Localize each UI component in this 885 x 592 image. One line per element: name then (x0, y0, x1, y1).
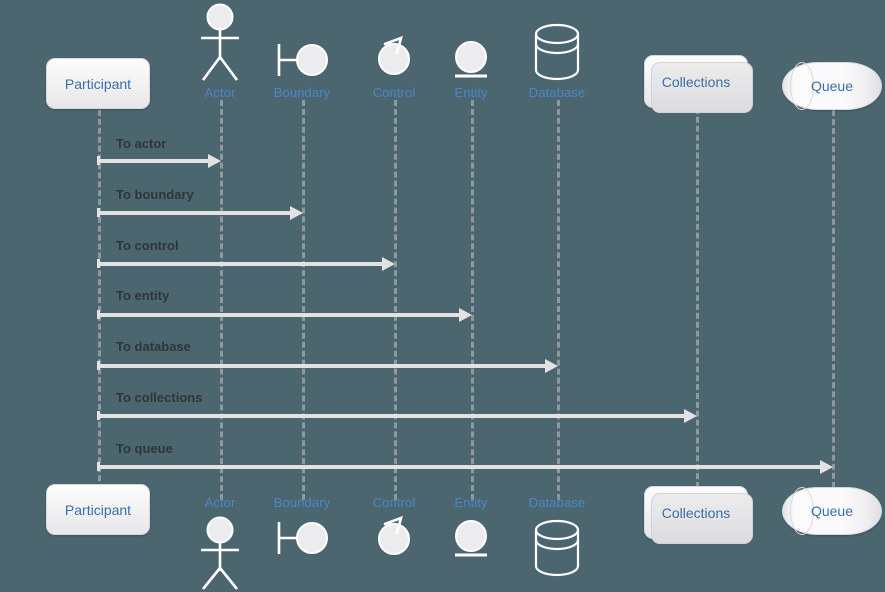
participant-head-collections[interactable]: Collections (644, 55, 753, 113)
message-arrowhead-to-actor (208, 154, 221, 168)
message-arrowhead-to-entity (459, 308, 472, 322)
queue-foot-label: Queue (810, 503, 854, 519)
lifeline-actor (220, 100, 223, 500)
control-icon[interactable] (371, 33, 417, 81)
collections-foot-label: Collections (661, 504, 731, 521)
message-label-to-actor: To actor (116, 136, 167, 151)
message-line-to-queue[interactable] (97, 465, 822, 469)
message-label-to-entity: To entity (116, 288, 170, 303)
participant-foot-collections[interactable]: Collections (644, 486, 753, 544)
control-head-label: Control (372, 85, 416, 100)
message-line-to-entity[interactable] (97, 313, 461, 317)
actor-icon[interactable] (194, 3, 246, 82)
database-foot-icon[interactable] (532, 518, 582, 578)
boundary-head-label: Boundary (273, 85, 331, 100)
message-label-to-boundary: To boundary (116, 187, 194, 202)
actor-head-label: Actor (204, 85, 236, 100)
message-label-to-collections: To collections (116, 390, 203, 405)
entity-icon[interactable] (448, 40, 494, 82)
participant-foot-queue[interactable]: Queue (782, 487, 882, 535)
message-label-to-queue: To queue (116, 441, 173, 456)
database-foot-label: Database (528, 495, 586, 510)
database-icon[interactable] (532, 22, 582, 82)
message-line-to-boundary[interactable] (97, 211, 292, 215)
message-arrowhead-to-queue (820, 460, 833, 474)
lifeline-boundary (302, 100, 305, 500)
message-arrowhead-to-collections (684, 409, 697, 423)
message-label-to-control: To control (116, 238, 179, 253)
lifeline-entity (471, 100, 474, 500)
participant-foot-label: Participant (64, 501, 132, 518)
boundary-foot-icon[interactable] (274, 516, 330, 560)
boundary-foot-label: Boundary (273, 495, 331, 510)
message-line-to-actor[interactable] (97, 159, 210, 163)
lifeline-database (557, 100, 560, 500)
message-label-to-database: To database (116, 339, 191, 354)
message-arrowhead-to-database (545, 359, 558, 373)
participant-foot-participant[interactable]: Participant (46, 484, 150, 535)
lifeline-queue (832, 110, 835, 488)
message-line-to-collections[interactable] (97, 414, 686, 418)
database-head-label: Database (528, 85, 586, 100)
control-foot-icon[interactable] (371, 513, 417, 561)
message-line-to-database[interactable] (97, 364, 547, 368)
lifeline-collections (696, 108, 699, 488)
boundary-icon[interactable] (274, 38, 330, 82)
collections-label: Collections (661, 73, 731, 90)
message-arrowhead-to-control (382, 257, 395, 271)
participant-head-queue[interactable]: Queue (782, 62, 882, 110)
participant-label: Participant (64, 75, 132, 92)
message-line-to-control[interactable] (97, 262, 384, 266)
actor-foot-label: Actor (204, 495, 236, 510)
lifeline-control (394, 100, 397, 500)
lifeline-participant (98, 110, 101, 490)
participant-head-participant[interactable]: Participant (46, 58, 150, 109)
control-foot-label: Control (372, 495, 416, 510)
message-arrowhead-to-boundary (290, 206, 303, 220)
queue-label: Queue (810, 78, 854, 94)
entity-foot-label: Entity (454, 495, 488, 510)
entity-head-label: Entity (454, 85, 488, 100)
actor-foot-icon[interactable] (194, 516, 246, 590)
entity-foot-icon[interactable] (448, 519, 494, 561)
